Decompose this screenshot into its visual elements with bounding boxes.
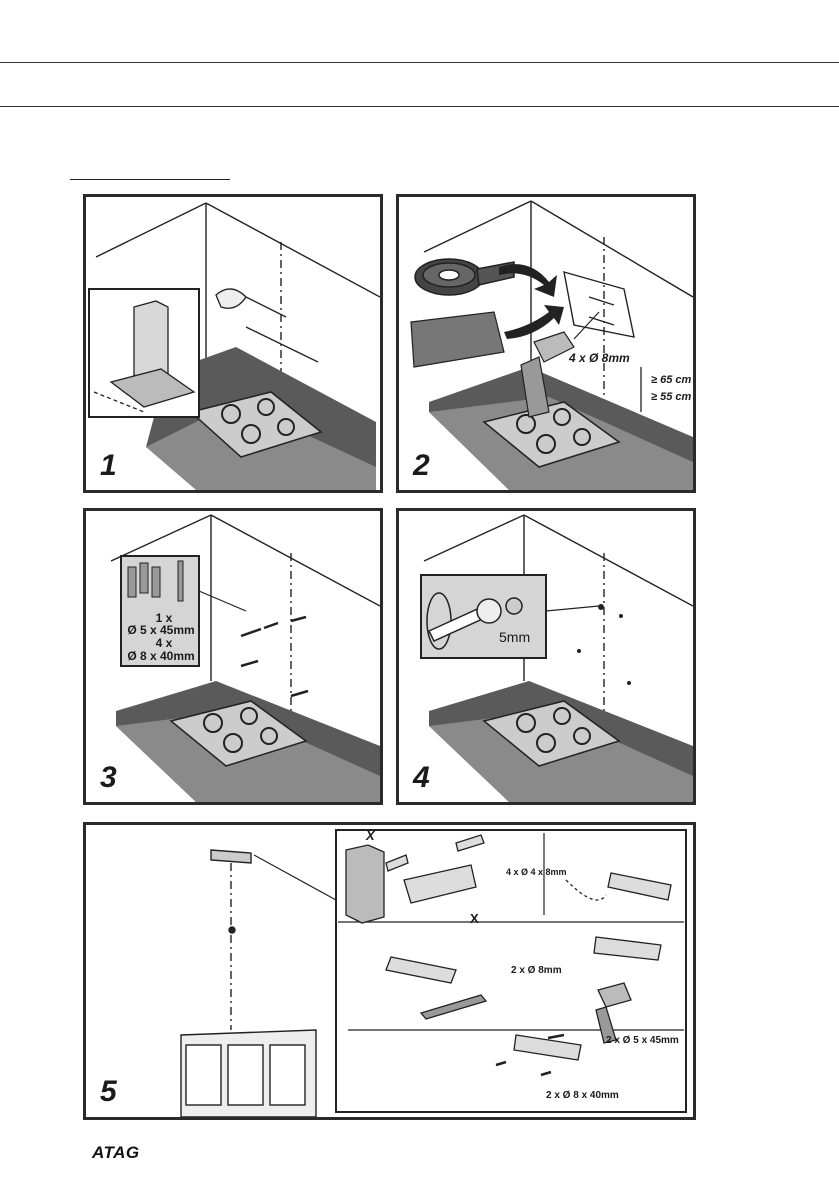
step-number: 1 (100, 449, 117, 483)
step-2-illustration (399, 197, 693, 490)
x-bottom-label: X (470, 911, 479, 926)
header-rule-bottom (0, 106, 839, 107)
bracket-on-wall-icon (211, 850, 251, 1030)
section-heading-underline (70, 179, 230, 180)
step-5-illustration (86, 825, 693, 1117)
step-4-illustration (399, 511, 693, 802)
plug-size-label: Ø 8 x 40mm (116, 649, 206, 663)
step-number: 5 (100, 1075, 117, 1109)
drill-holes-label: 2 x Ø 8mm (511, 965, 562, 976)
height-min-label: ≥ 65 cm (651, 374, 691, 386)
gap-label: 5mm (499, 629, 530, 645)
step-number: 2 (413, 449, 430, 483)
step-3-panel: 1 x Ø 5 x 45mm 4 x Ø 8 x 40mm 3 (83, 508, 383, 805)
step-number: 4 (413, 761, 430, 795)
bracket-screws-label: 4 x Ø 4 x 8mm (506, 867, 567, 877)
x-top-label: X (366, 828, 375, 843)
holes-label: 4 x Ø 8mm (569, 351, 630, 365)
screw-size-label: Ø 5 x 45mm (116, 623, 206, 637)
step-1-panel: 1 (83, 194, 383, 493)
height-max-label: ≥ 55 cm (651, 391, 691, 403)
tape-roll-icon (415, 259, 514, 295)
step-number: 3 (100, 761, 117, 795)
step-5-panel: X X 4 x Ø 4 x 8mm 2 x Ø 8mm 2 x Ø 5 x 45… (83, 822, 696, 1120)
plug-count-label: 4 x (124, 636, 204, 650)
screws-on-wall-icon (241, 617, 308, 696)
wall-plugs-label: 2 x Ø 8 x 40mm (546, 1090, 619, 1101)
template-outline-icon (564, 272, 634, 337)
step-2-panel: 4 x Ø 8mm ≥ 65 cm ≥ 55 cm 2 (396, 194, 696, 493)
wall-screws-label: 2 x Ø 5 x 45mm (606, 1035, 679, 1046)
step-1-illustration (86, 197, 380, 490)
chimney-icon (346, 845, 384, 923)
header-rule-top (0, 62, 839, 63)
step-4-panel: 5mm 4 (396, 508, 696, 805)
kitchen-cabinet-icon (181, 1030, 316, 1117)
template-sheet-icon (411, 312, 504, 367)
brand-logo: ATAG (92, 1143, 140, 1163)
